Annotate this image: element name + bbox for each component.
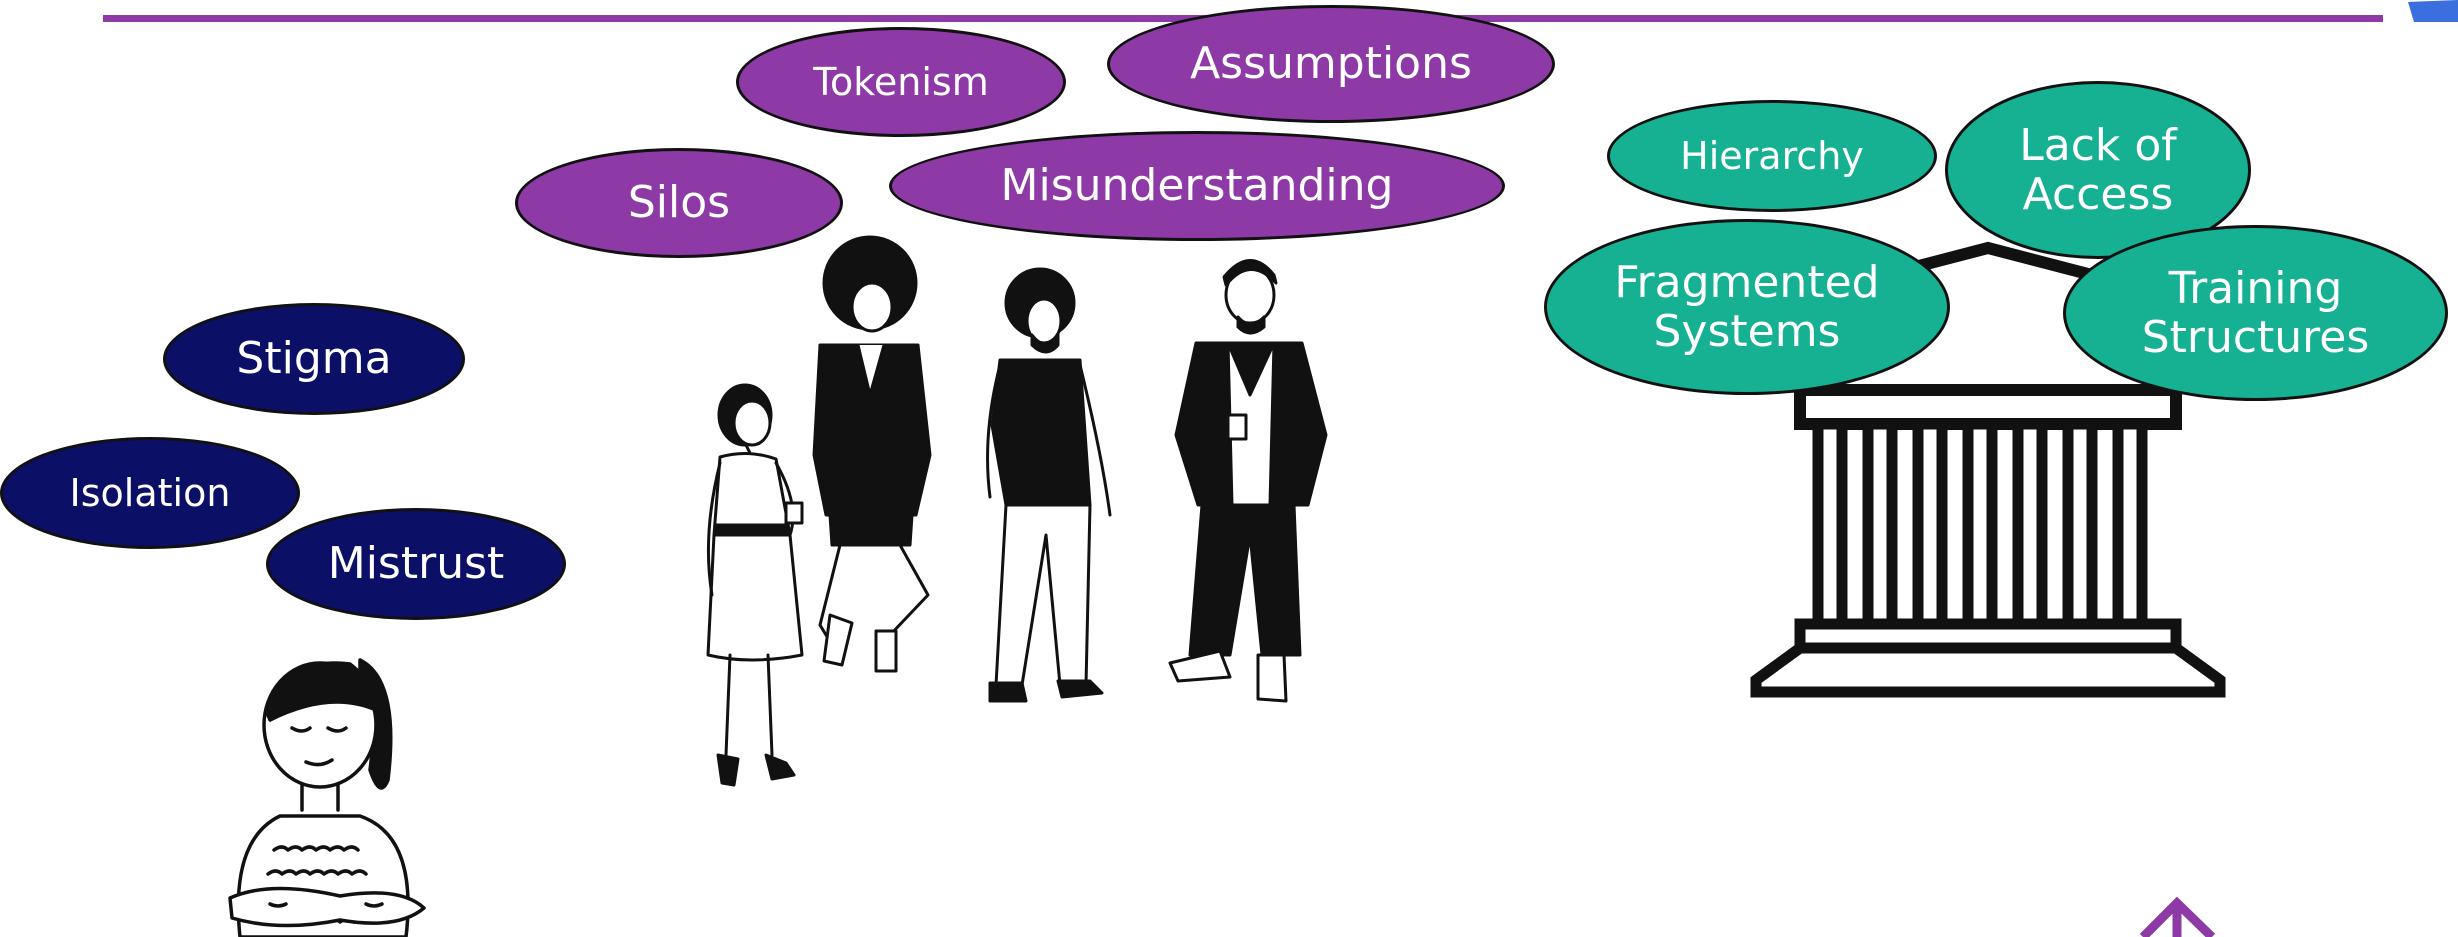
bubble-fragmented-systems: Fragmented Systems [1544, 219, 1950, 395]
bubble-isolation: Isolation [0, 437, 300, 549]
next-arrow-icon[interactable] [2408, 0, 2458, 22]
bubble-silos: Silos [515, 148, 843, 258]
bubble-stigma: Stigma [163, 303, 465, 415]
bubble-lack-of-access: Lack of Access [1945, 81, 2251, 259]
bubble-assumptions: Assumptions [1107, 5, 1555, 123]
woman-arms-crossed-illustration [228, 658, 426, 937]
bubble-tokenism: Tokenism [736, 27, 1066, 137]
bubble-misunderstanding: Misunderstanding [889, 131, 1505, 241]
up-arrow-icon[interactable] [2135, 895, 2220, 937]
bubble-training-structures: Training Structures [2063, 225, 2448, 401]
bubble-mistrust: Mistrust [266, 508, 566, 620]
columned-building-icon [1750, 241, 2226, 698]
bubble-hierarchy: Hierarchy [1607, 100, 1937, 212]
four-people-standing-illustration [706, 235, 1328, 787]
